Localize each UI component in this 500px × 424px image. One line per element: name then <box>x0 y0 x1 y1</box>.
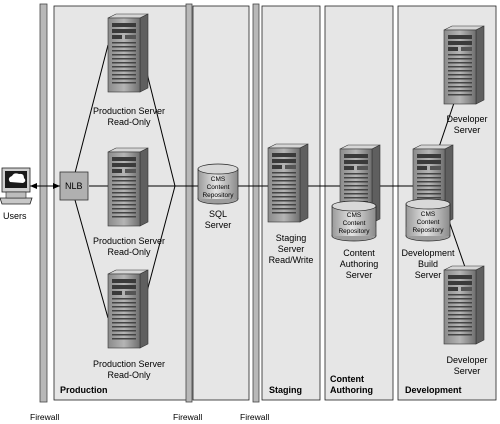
staging-server-icon <box>267 143 309 223</box>
staging-label-line2: Server <box>277 244 305 254</box>
firewall-label-1: Firewall <box>30 412 60 422</box>
authoring-repo-line3: Repository <box>338 228 370 235</box>
authoring-repository-text: CMS Content Repository <box>332 212 376 236</box>
production-server-1-label: Production Server Read-Only <box>86 106 172 128</box>
zone-title-content-authoring-line1: Content <box>330 374 364 384</box>
firewall-bar-3 <box>252 3 260 403</box>
sql-repo-line2: Content <box>206 184 230 191</box>
arrow-right <box>53 183 60 189</box>
nlb-box <box>59 171 89 201</box>
developer-server-top-label: Developer Server <box>442 114 492 136</box>
dev-build-label-line1: Development <box>401 248 455 258</box>
production-server-3-icon <box>107 269 149 349</box>
firewall-label-2: Firewall <box>173 412 203 422</box>
production-server-3-label-line2: Read-Only <box>107 370 151 380</box>
dev-build-repo-line1: CMS <box>420 211 436 218</box>
production-server-2-label: Production Server Read-Only <box>86 236 172 258</box>
dev-build-repo-line2: Content <box>416 219 440 226</box>
zone-title-content-authoring: Content Authoring <box>330 374 373 396</box>
dev-build-repo-line3: Repository <box>412 227 444 234</box>
firewall-bar-1 <box>39 3 48 403</box>
authoring-repo-line1: CMS <box>346 212 362 219</box>
staging-label-line3: Read/Write <box>268 255 314 265</box>
sql-repository-cylinder <box>197 163 239 205</box>
zone-title-production: Production <box>60 385 108 395</box>
staging-label-line1: Staging <box>275 233 307 243</box>
nlb-label: NLB <box>65 181 83 191</box>
sql-server-label: SQL Server <box>198 209 238 231</box>
authoring-label-line1: Content <box>343 248 375 258</box>
zone-title-development: Development <box>405 385 462 395</box>
dev-build-server-label: Development Build Server <box>400 248 456 281</box>
developer-top-line1: Developer <box>446 114 488 124</box>
sql-repo-line3: Repository <box>202 192 234 199</box>
production-server-2-icon <box>107 147 149 227</box>
sql-label-line1: SQL <box>208 209 227 219</box>
dev-build-label-line3: Server <box>414 270 442 280</box>
staging-server-label: Staging Server Read/Write <box>262 233 320 266</box>
dev-build-repository-cylinder <box>405 198 451 242</box>
sql-label-line2: Server <box>204 220 232 230</box>
dev-build-label-line2: Build <box>417 259 438 269</box>
production-server-3-label-line1: Production Server <box>92 359 166 369</box>
authoring-repository-cylinder <box>331 200 377 242</box>
developer-server-top-icon <box>443 25 485 105</box>
nlb-link-bottom <box>74 199 109 319</box>
users-computer-icon <box>0 167 33 205</box>
production-server-3-label: Production Server Read-Only <box>86 359 172 381</box>
authoring-server-label: Content Authoring Server <box>325 248 393 281</box>
dev-link-bottom <box>447 217 467 271</box>
production-server-2-label-line2: Read-Only <box>107 247 151 257</box>
users-label: Users <box>3 211 27 221</box>
firewall-label-3: Firewall <box>240 412 270 422</box>
zone-title-content-authoring-line2: Authoring <box>330 385 373 395</box>
arrow-left <box>30 183 37 189</box>
dev-link-top <box>437 99 456 151</box>
production-server-1-icon <box>107 13 149 93</box>
authoring-label-line3: Server <box>345 270 373 280</box>
sql-repository-text: CMS Content Repository <box>198 176 238 200</box>
production-server-2-label-line1: Production Server <box>92 236 166 246</box>
developer-bottom-line1: Developer <box>446 355 488 365</box>
sql-repo-line1: CMS <box>210 176 226 183</box>
developer-server-bottom-label: Developer Server <box>442 355 492 377</box>
authoring-repo-line2: Content <box>342 220 366 227</box>
firewall-bar-2 <box>185 3 193 403</box>
nlb-link-top <box>74 44 109 174</box>
dev-build-repository-text: CMS Content Repository <box>406 211 450 235</box>
production-server-1-label-line1: Production Server <box>92 106 166 116</box>
developer-top-line2: Server <box>453 125 481 135</box>
zone-title-staging: Staging <box>269 385 302 395</box>
production-server-1-label-line2: Read-Only <box>107 117 151 127</box>
authoring-label-line2: Authoring <box>339 259 379 269</box>
developer-bottom-line2: Server <box>453 366 481 376</box>
